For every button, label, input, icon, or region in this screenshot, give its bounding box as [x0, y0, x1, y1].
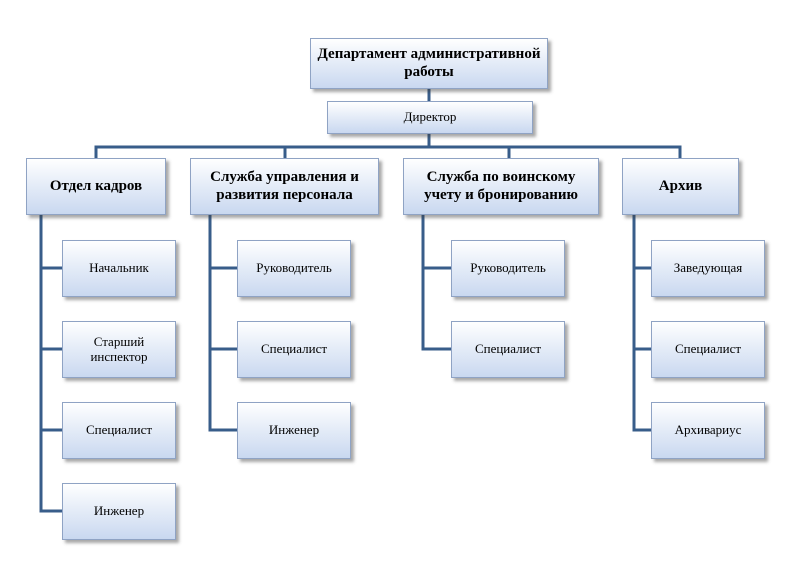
position-box: Руководитель: [451, 240, 565, 297]
director-label: Директор: [403, 109, 457, 125]
position-box: Инженер: [237, 402, 351, 459]
position-label: Специалист: [85, 422, 153, 438]
department-title: Служба управления и развития персонала: [210, 169, 359, 203]
position-box: Специалист: [651, 321, 765, 378]
position-box: Специалист: [451, 321, 565, 378]
department-title: Архив: [658, 177, 703, 194]
position-label: Руководитель: [256, 260, 332, 276]
position-label: Инженер: [93, 503, 145, 519]
position-box: Старший инспектор: [62, 321, 176, 378]
position-label: Инженер: [268, 422, 320, 438]
position-box: Руководитель: [237, 240, 351, 297]
department-title: Отдел кадров: [49, 177, 143, 194]
department-box-military: Служба по воинскому учету и бронированию: [403, 158, 599, 215]
position-label: Старший инспектор: [90, 333, 148, 364]
position-label: Специалист: [474, 341, 542, 357]
position-box: Инженер: [62, 483, 176, 540]
director-box: Директор: [327, 101, 533, 134]
position-box: Архивариус: [651, 402, 765, 459]
position-label: Специалист: [674, 341, 742, 357]
position-label: Архивариус: [674, 422, 742, 438]
position-box: Заведующая: [651, 240, 765, 297]
position-box: Специалист: [237, 321, 351, 378]
department-title: Служба по воинскому учету и бронированию: [424, 169, 578, 203]
position-label: Специалист: [260, 341, 328, 357]
department-box-archive: Архив: [622, 158, 739, 215]
root-department-title: Департамент административной работы: [317, 46, 541, 80]
department-box-hr: Отдел кадров: [26, 158, 166, 215]
position-box: Специалист: [62, 402, 176, 459]
position-label: Руководитель: [470, 260, 546, 276]
root-department-box: Департамент административной работы: [310, 38, 548, 89]
department-box-personnel: Служба управления и развития персонала: [190, 158, 379, 215]
position-label: Начальник: [89, 260, 149, 276]
position-box: Начальник: [62, 240, 176, 297]
position-label: Заведующая: [673, 260, 743, 276]
